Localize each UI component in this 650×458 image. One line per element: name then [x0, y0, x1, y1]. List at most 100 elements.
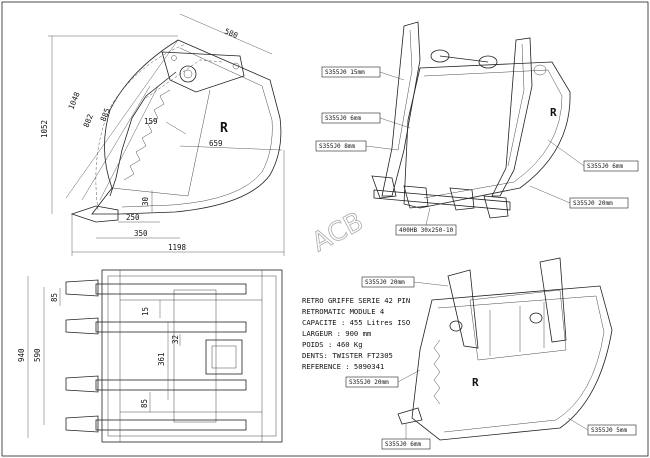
dimline-885 [99, 85, 159, 201]
top-cylinder-block [205, 339, 243, 375]
side-view: R 1052 1048 882 885 580 159 659 30 250 3… [40, 13, 285, 256]
iso-top-tooth-2 [403, 185, 429, 209]
iso-bottom-leader-2 [397, 369, 421, 383]
dim-590: 590 [33, 348, 42, 362]
side-tooth [70, 205, 119, 223]
bucket-top-inner [107, 275, 277, 437]
grapple-arm-edge [109, 71, 177, 197]
spec-line-1: RETRO GRIFFE SERIE 42 PIN [302, 296, 410, 305]
iso-top-tooth-3 [449, 187, 475, 211]
iso-bottom-left-arm [447, 269, 479, 349]
dim-85a: 85 [50, 293, 59, 302]
iso-top-bucket-inner [423, 69, 563, 199]
iso-top-leader-5 [529, 185, 571, 204]
spec-line-4: LARGEUR : 900 mm [302, 329, 371, 338]
iso-bottom-bucket-body [411, 285, 613, 441]
iso-top-left-arm [381, 21, 421, 197]
top-cylinder-inner [211, 345, 237, 369]
iso-bottom-label-1: S355J0 20mm [365, 279, 405, 286]
iso-top-leader-1 [379, 71, 405, 81]
iso-bottom-serrations [433, 339, 441, 405]
dim-1048: 1048 [67, 90, 82, 111]
dimline-580 [179, 13, 273, 55]
iso-top-label-2: S355J0 6mm [325, 115, 362, 122]
spec-line-7: REFERENCE : 5090341 [302, 362, 384, 371]
dim-882: 882 [82, 113, 95, 129]
iso-top-tooth-4 [483, 195, 509, 219]
brand-mark-iso-bottom: R [472, 376, 479, 389]
bucket-back-plate [111, 89, 211, 197]
top-teeth [65, 279, 99, 433]
iso-view-bottom: R S355J0 20mm S355J0 20mm S355J0 6mm S35… [345, 257, 637, 450]
brand-mark-side: R [220, 121, 228, 136]
hinge-bracket [161, 51, 245, 93]
top-center-mount [173, 289, 217, 423]
iso-top-label-5: S355J0 20mm [573, 200, 613, 207]
iso-bottom-tooth [397, 407, 423, 425]
dim-15: 15 [141, 307, 150, 316]
iso-top-tooth-bar [373, 189, 511, 211]
dim-1052: 1052 [40, 120, 49, 138]
dim-940: 940 [17, 348, 26, 362]
iso-top-leader-3 [365, 145, 399, 151]
iso-top-bucket-body [403, 61, 571, 209]
iso-bottom-pin-left [449, 320, 463, 332]
dim-580: 580 [223, 27, 239, 41]
top-tooth-2 [65, 317, 99, 335]
iso-top-pin-left [430, 49, 450, 63]
dimline-882 [81, 85, 151, 201]
dimline-159 [165, 121, 187, 135]
top-finger-4 [95, 419, 247, 431]
top-finger-3 [95, 379, 247, 391]
iso-bottom-label-3: S355J0 6mm [385, 441, 422, 448]
top-finger-2 [95, 321, 247, 333]
top-tooth-4 [65, 415, 99, 433]
iso-top-teeth [371, 175, 509, 219]
dim-85b: 85 [140, 399, 149, 408]
iso-top-leader-2 [379, 117, 411, 129]
iso-top-right-arm [491, 37, 533, 197]
link-pin [232, 62, 240, 70]
iso-bottom-label-2: S355J0 20mm [349, 379, 389, 386]
top-tooth-1 [65, 279, 99, 297]
grapple-open-outline [145, 59, 223, 99]
main-pin-inner [183, 69, 193, 79]
iso-view-top: R S355J0 15mm S355J0 6mm S355J0 8mm S355… [315, 21, 639, 236]
iso-top-label-3: S355J0 8mm [319, 143, 356, 150]
iso-top-pin-far [533, 64, 547, 76]
dim-32: 32 [171, 335, 180, 344]
iso-bottom-leader-1 [413, 281, 449, 287]
iso-top-pin-shaft [439, 55, 489, 63]
dimline-1048 [65, 39, 179, 199]
iso-top-right-arm-inner [507, 43, 525, 167]
iso-bottom-bucket-inner [437, 295, 605, 433]
spec-line-5: POIDS : 460 Kg [302, 340, 363, 349]
bucket-top-outline [101, 269, 283, 443]
iso-bottom-right-arm [539, 257, 567, 343]
spec-line-3: CAPACITE : 455 Litres ISO [302, 318, 410, 327]
iso-top-tooth-1 [371, 175, 397, 199]
bucket-profile [91, 39, 282, 215]
iso-top-label-4: S355J0 6mm [587, 163, 624, 170]
small-pin [171, 55, 177, 61]
dim-250: 250 [126, 213, 140, 222]
iso-bottom-leader-4 [567, 417, 589, 431]
top-tooth-3 [65, 375, 99, 393]
iso-top-left-arm-inner [397, 29, 413, 151]
dim-159: 159 [144, 117, 158, 126]
bucket-inner-profile [121, 47, 273, 208]
iso-top-pin-right [478, 55, 498, 69]
top-view: 940 590 85 85 15 361 32 [17, 269, 283, 443]
acb-watermark: ACB [307, 207, 368, 259]
dimline-659 [179, 145, 283, 151]
dim-659: 659 [209, 139, 223, 148]
iso-bottom-pin-right [529, 312, 543, 324]
brand-mark-iso-top: R [550, 106, 557, 119]
iso-top-label-1: S355J0 15mm [325, 69, 365, 76]
dim-1198: 1198 [168, 243, 187, 252]
dim-30: 30 [141, 196, 150, 206]
iso-top-label-6: 400HB 30x250-10 [399, 227, 454, 234]
dim-350: 350 [134, 229, 148, 238]
dim-885: 885 [99, 107, 112, 123]
